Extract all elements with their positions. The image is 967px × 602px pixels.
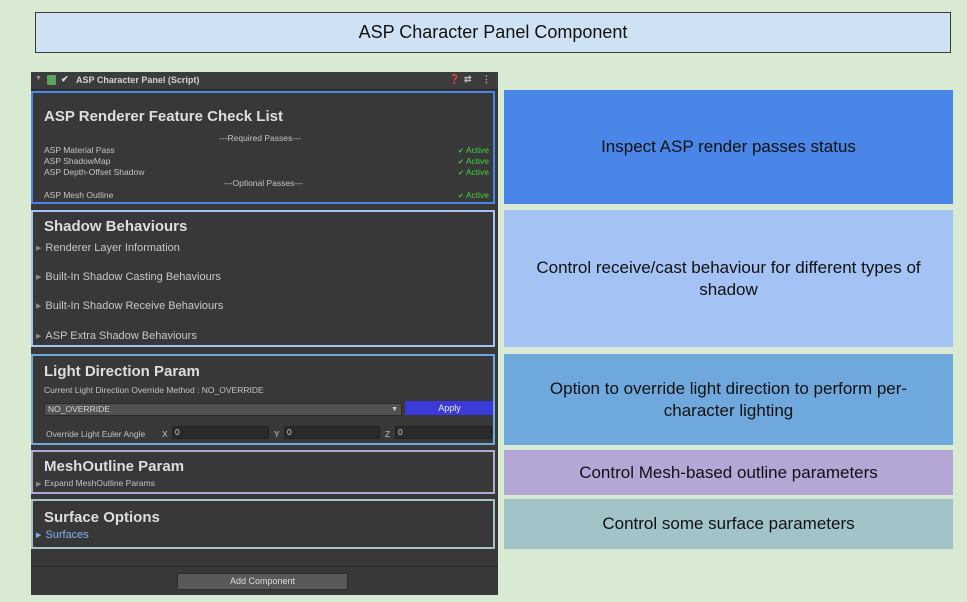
chevron-down-icon: ▼ (391, 406, 398, 413)
euler-angle-label: Override Light Euler Angle (46, 429, 146, 439)
collapse-arrow-icon[interactable]: ▼ (35, 75, 42, 82)
triangle-right-icon: ▶ (36, 333, 42, 340)
pass-status: ✔Active (458, 190, 489, 200)
foldout-shadow-casting[interactable]: ▶Built-In Shadow Casting Behaviours (36, 271, 221, 283)
diagram-title: ASP Character Panel Component (35, 12, 951, 53)
required-passes-label: ---Required Passes--- (219, 133, 301, 143)
surface-title: Surface Options (44, 509, 160, 526)
dropdown-value: NO_OVERRIDE (48, 404, 110, 414)
foldout-renderer-layer[interactable]: ▶Renderer Layer Information (36, 242, 180, 254)
y-label: Y (274, 429, 280, 439)
pass-name: ASP Mesh Outline (44, 190, 114, 200)
light-title: Light Direction Param (44, 363, 200, 380)
z-label: Z (385, 429, 391, 439)
optional-passes-label: ---Optional Passes--- (224, 178, 303, 188)
triangle-right-icon: ▶ (36, 532, 42, 539)
triangle-right-icon: ▶ (36, 245, 42, 252)
annotation-card: Control receive/cast behaviour for diffe… (504, 210, 953, 347)
shadow-title: Shadow Behaviours (44, 218, 188, 235)
z-input[interactable]: 0 (395, 426, 492, 439)
component-header[interactable]: ▼ ✔ ASP Character Panel (Script) ❓ ⇄ ⋮ (31, 72, 498, 90)
pass-name: ASP ShadowMap (44, 156, 111, 166)
foldout-label: Surfaces (45, 529, 89, 541)
x-input[interactable]: 0 (172, 426, 269, 439)
foldout-expand-outline[interactable]: ▶Expand MeshOutline Params (36, 478, 155, 488)
annotation-card: Control some surface parameters (504, 499, 953, 549)
triangle-right-icon: ▶ (36, 274, 42, 281)
foldout-label: Built-In Shadow Casting Behaviours (45, 271, 221, 283)
more-icon[interactable]: ⋮ (482, 74, 491, 84)
pass-name: ASP Material Pass (44, 145, 115, 155)
foldout-label: Renderer Layer Information (45, 242, 180, 254)
pass-status: ✔Active (458, 156, 489, 166)
x-label: X (162, 429, 168, 439)
inspector-panel: ▼ ✔ ASP Character Panel (Script) ❓ ⇄ ⋮ A… (31, 72, 498, 595)
annotation-card: Option to override light direction to pe… (504, 354, 953, 445)
outline-title: MeshOutline Param (44, 458, 185, 475)
status-text: Active (465, 156, 489, 166)
foldout-label: Built-In Shadow Receive Behaviours (45, 300, 224, 312)
status-text: Active (465, 145, 489, 155)
divider (31, 566, 498, 567)
override-method-dropdown[interactable]: NO_OVERRIDE ▼ (44, 403, 402, 416)
foldout-surfaces[interactable]: ▶Surfaces (36, 529, 89, 541)
check-icon: ✔ (457, 170, 464, 177)
y-input[interactable]: 0 (284, 426, 380, 439)
triangle-right-icon: ▶ (36, 481, 42, 488)
check-icon: ✔ (457, 193, 464, 200)
help-icon[interactable]: ❓ (449, 74, 461, 84)
check-icon: ✔ (457, 159, 464, 166)
enable-checkbox[interactable]: ✔ (61, 74, 69, 84)
foldout-label: Expand MeshOutline Params (44, 478, 155, 488)
override-method-label: Current Light Direction Override Method … (44, 385, 264, 395)
pass-status: ✔Active (458, 167, 489, 177)
annotation-card: Control Mesh-based outline parameters (504, 450, 953, 495)
script-icon (47, 75, 56, 85)
add-component-button[interactable]: Add Component (177, 573, 348, 590)
pass-name: ASP Depth-Offset Shadow (44, 167, 145, 177)
component-name: ASP Character Panel (Script) (76, 75, 200, 85)
check-icon: ✔ (457, 148, 464, 155)
foldout-label: ASP Extra Shadow Behaviours (45, 330, 197, 342)
triangle-right-icon: ▶ (36, 303, 42, 310)
annotation-card: Inspect ASP render passes status (504, 90, 953, 204)
status-text: Active (465, 167, 489, 177)
pass-status: ✔Active (458, 145, 489, 155)
foldout-extra-shadow[interactable]: ▶ASP Extra Shadow Behaviours (36, 330, 197, 342)
feature-check-title: ASP Renderer Feature Check List (44, 108, 283, 125)
status-text: Active (465, 190, 489, 200)
apply-button[interactable]: Apply (405, 401, 494, 415)
preset-icon[interactable]: ⇄ (464, 74, 472, 84)
foldout-shadow-receive[interactable]: ▶Built-In Shadow Receive Behaviours (36, 300, 223, 312)
